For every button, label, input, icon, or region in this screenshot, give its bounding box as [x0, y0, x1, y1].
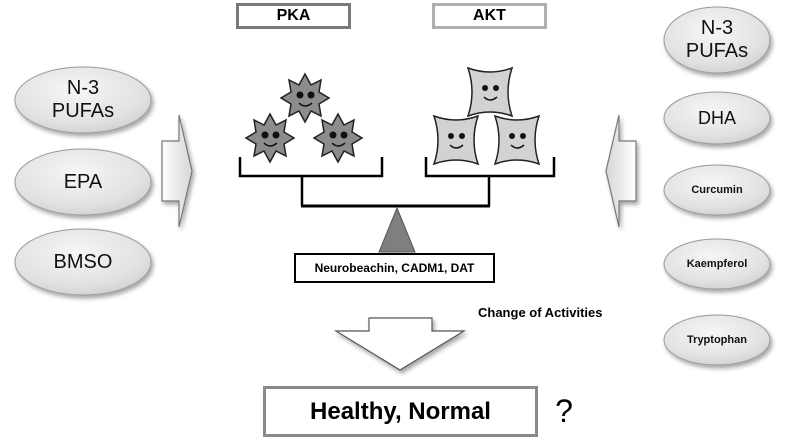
change-of-activities-label: Change of Activities	[478, 304, 603, 320]
fulcrum-triangle	[378, 206, 416, 253]
left-oval-group	[14, 66, 152, 296]
right-arrow-icon	[605, 114, 637, 228]
result-label: Healthy, Normal	[310, 397, 491, 425]
question-mark: ?	[555, 392, 573, 429]
left-scale-pan	[238, 157, 384, 178]
right-oval-label-dha: DHA	[697, 107, 736, 128]
target-proteins-box: Neurobeachin, CADM1, DAT	[294, 253, 495, 283]
pka-star-icons	[244, 72, 364, 164]
result-box: Healthy, Normal	[263, 386, 538, 437]
left-oval-epa	[14, 148, 152, 216]
left-oval-label-bmso: BMSO	[53, 250, 113, 273]
right-oval-n3-pufas	[663, 6, 771, 74]
akt-label: AKT	[473, 7, 506, 24]
right-oval-label-curcumin: Curcumin	[691, 183, 743, 196]
akt-star-left-icon	[432, 114, 480, 166]
akt-star-right-icon	[493, 114, 541, 166]
akt-star-top-icon	[466, 66, 514, 118]
right-oval-kaempferol	[663, 238, 771, 290]
pka-label-box: PKA	[236, 3, 351, 29]
right-oval-label-tryptophan: Tryptophan	[687, 333, 747, 346]
pka-label: PKA	[276, 7, 311, 24]
right-oval-tryptophan	[663, 314, 771, 366]
left-oval-label-epa: EPA	[63, 170, 103, 193]
pka-star-left-icon	[244, 112, 296, 164]
right-oval-dha	[663, 91, 771, 145]
pka-star-right-icon	[312, 112, 364, 164]
akt-star-icons	[432, 66, 541, 166]
target-proteins-label: Neurobeachin, CADM1, DAT	[314, 261, 475, 275]
left-oval-bmso	[14, 228, 152, 296]
right-oval-label-n3-pufas: N-3 PUFAs	[685, 17, 749, 62]
down-arrow-icon	[333, 317, 467, 371]
left-oval-label-n3-pufas: N-3 PUFAs	[51, 77, 115, 122]
right-oval-group	[663, 6, 771, 366]
left-oval-n3-pufas	[14, 66, 152, 134]
left-arrow-icon	[161, 114, 193, 228]
right-oval-curcumin	[663, 164, 771, 216]
balance-scale	[238, 157, 556, 208]
right-oval-label-kaempferol: Kaempferol	[686, 257, 748, 270]
pka-star-top-icon	[279, 72, 331, 124]
akt-label-box: AKT	[432, 3, 547, 29]
